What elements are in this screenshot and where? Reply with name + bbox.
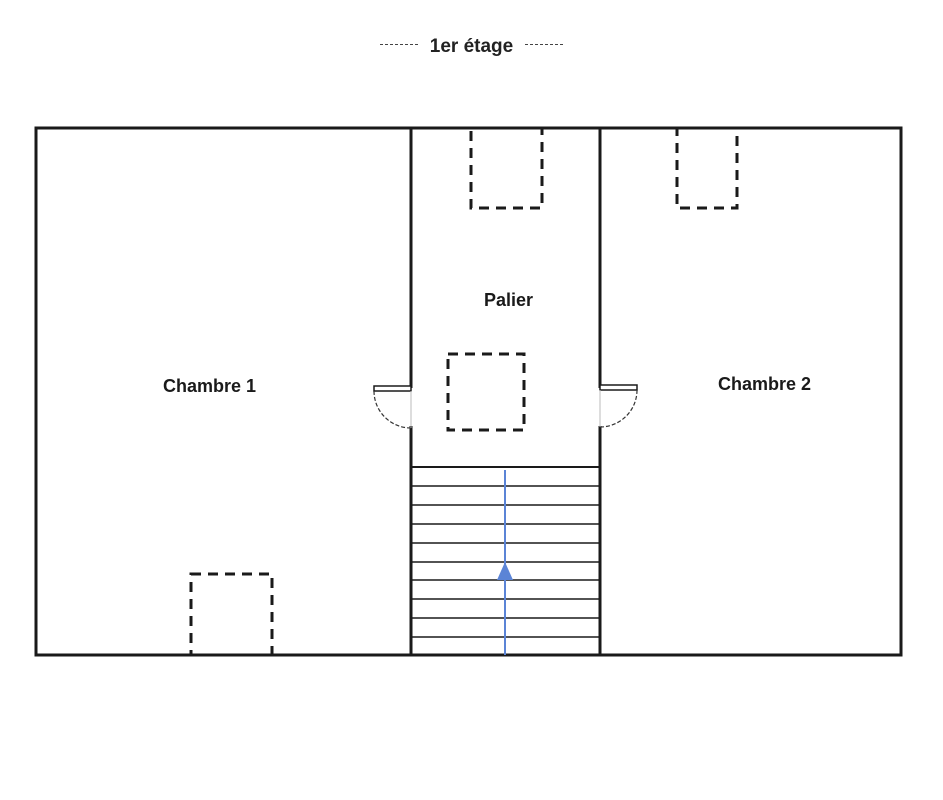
room-label-palier: Palier (484, 290, 534, 310)
dashed-fixture-chambre-1-bottom (189, 572, 274, 657)
floor-title: 1er étage (0, 36, 943, 58)
room-label-chambre-1: Chambre 1 (163, 376, 257, 396)
outer-walls (34, 126, 903, 657)
dashed-fixture-chambre-2-top (675, 126, 739, 210)
stair-direction-arrow (497, 470, 513, 655)
title-dash-right (525, 44, 564, 46)
dashed-fixture-palier-center (446, 352, 526, 432)
door-chambre-1 (373, 385, 412, 429)
dashed-fixture-palier-top (469, 126, 544, 210)
title-dash-left (379, 44, 418, 46)
floor-title-text: 1er étage (429, 36, 514, 57)
door-chambre-2 (599, 384, 638, 428)
room-label-chambre-2: Chambre 2 (718, 374, 812, 394)
